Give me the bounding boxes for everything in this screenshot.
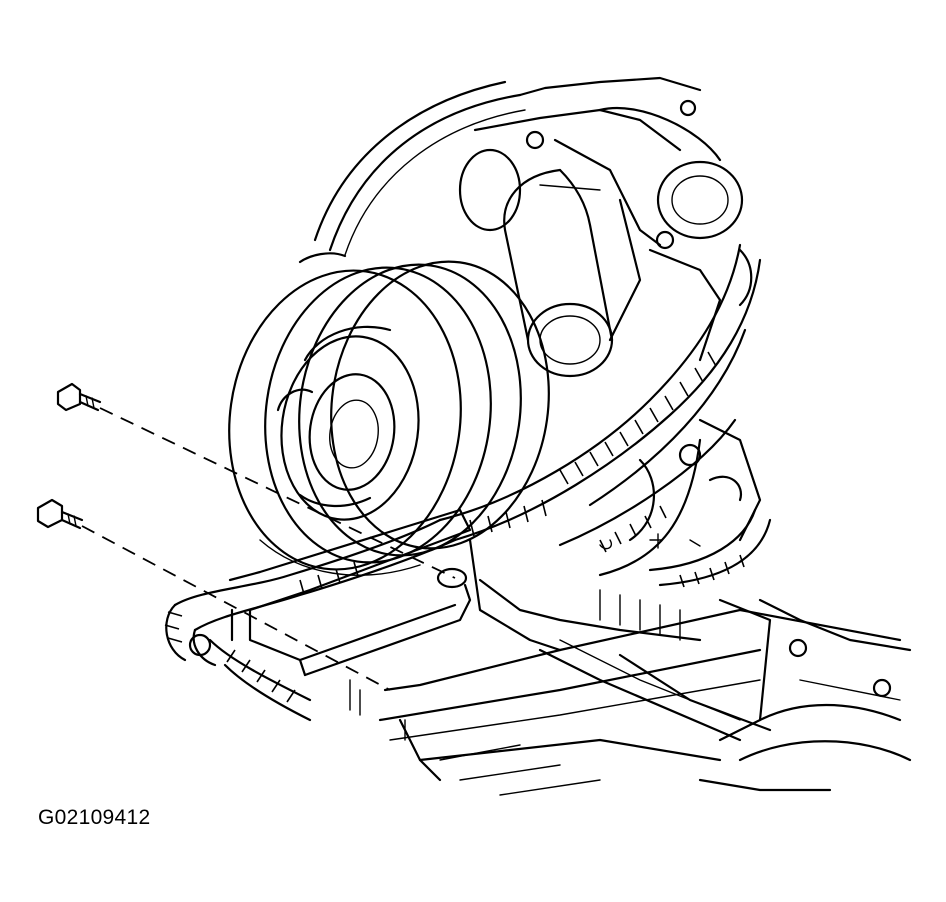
oil-pan — [349, 538, 902, 796]
bolt-upper — [56, 382, 102, 412]
crankshaft-pulley — [228, 260, 550, 576]
frame-crossmember — [698, 598, 912, 792]
upper-bolt-alignment-line — [99, 407, 456, 579]
wiring-harness — [164, 243, 772, 722]
starter-motor — [458, 99, 753, 378]
lower-bolt-alignment-line — [81, 525, 391, 691]
harness-bracket — [228, 508, 472, 677]
engine-cover-arcs — [298, 76, 702, 264]
engine-block-detail — [599, 418, 762, 550]
figure-id-label: G02109412 — [38, 806, 151, 829]
bolt-lower — [36, 498, 84, 530]
